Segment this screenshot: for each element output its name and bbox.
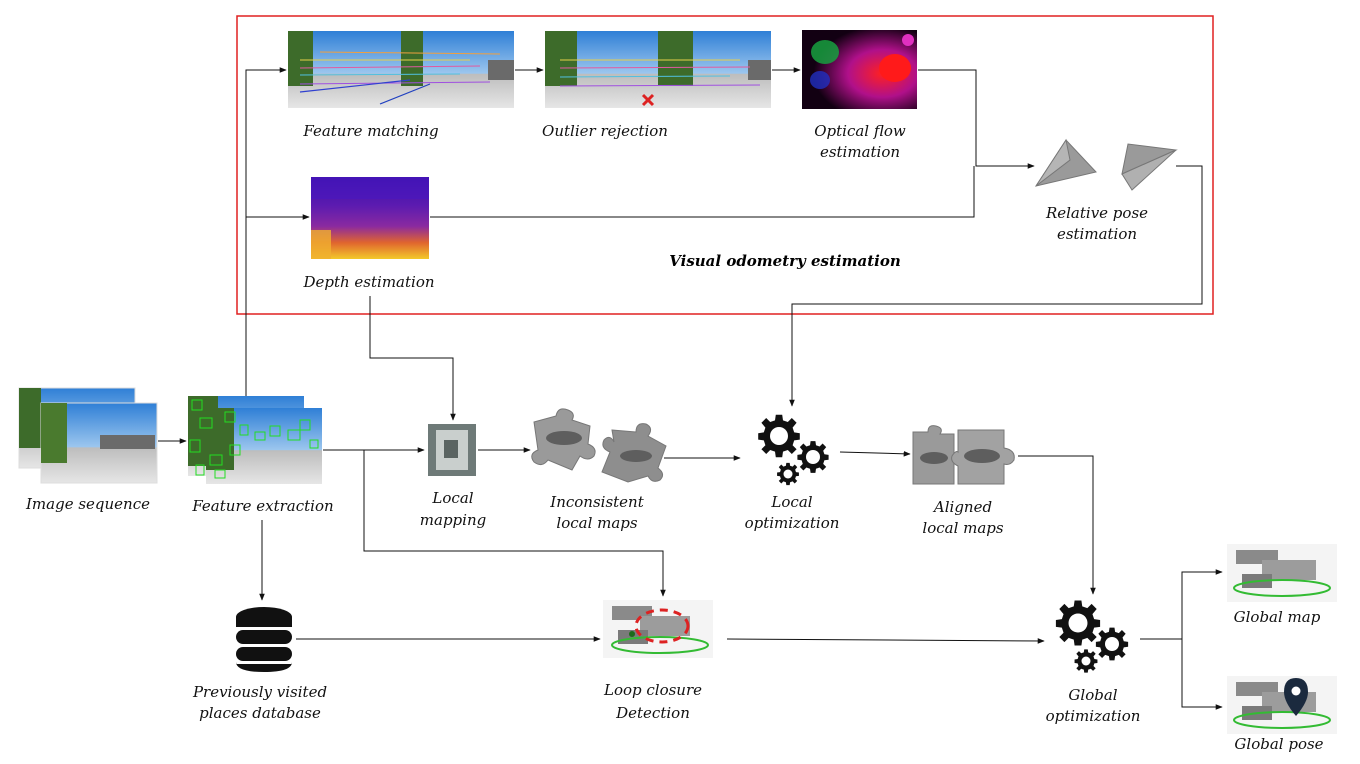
global-optimization-label-line1: Global <box>1068 686 1117 704</box>
visual-odometry-title: Visual odometry estimation <box>669 252 901 270</box>
local-mapping-label-line2: mapping <box>420 511 486 529</box>
relative-pose-label-line2: estimation <box>1057 225 1137 243</box>
depth-estimation-label: Depth estimation <box>302 273 434 291</box>
feature-matching-label: Feature matching <box>302 122 438 140</box>
inconsistent-maps-label-line1: Inconsistent <box>549 493 644 511</box>
relative-pose-label-line1: Relative pose <box>1045 204 1148 222</box>
gear-icon <box>758 414 829 486</box>
loop-closure-label-line1: Loop closure <box>603 681 702 699</box>
local-optimization-label-line1: Local <box>770 493 812 511</box>
visual-odometry-box <box>236 15 1214 315</box>
local-mapping-image <box>428 424 476 476</box>
global-optimization-label-line2: optimization <box>1046 707 1141 725</box>
point-cloud-icon <box>603 600 713 658</box>
image-sequence-label: Image sequence <box>25 495 150 513</box>
database-label-line1: Previously visited <box>192 683 327 701</box>
feature-extraction-label: Feature extraction <box>191 497 333 515</box>
global-pose-icon <box>1227 676 1337 734</box>
global-gear-icon <box>1055 600 1129 673</box>
feature-extraction-image <box>188 396 322 484</box>
global-map-icon <box>1227 544 1337 602</box>
optical-flow-label-line2: estimation <box>820 143 900 161</box>
optical-flow-image <box>802 30 917 109</box>
database-icon <box>236 607 292 672</box>
image-sequence-image <box>18 387 158 484</box>
local-mapping-label-line1: Local <box>431 489 473 507</box>
feature-matching-image <box>288 31 514 108</box>
aligned-maps-label-line2: local maps <box>922 519 1004 537</box>
puzzle-piece-icon <box>531 408 667 483</box>
outlier-rejection-image <box>545 31 771 108</box>
connectors <box>158 67 1223 710</box>
camera-pose-icon <box>1034 138 1178 191</box>
database-label-line2: places database <box>199 704 321 722</box>
global-pose-label: Global pose <box>1234 735 1323 753</box>
loop-closure-label-line2: Detection <box>615 704 690 722</box>
local-optimization-label-line2: optimization <box>745 514 840 532</box>
outlier-rejection-label: Outlier rejection <box>542 122 668 140</box>
location-pin-icon <box>1284 678 1308 716</box>
inconsistent-maps-label-line2: local maps <box>556 514 638 532</box>
aligned-puzzle-icon <box>912 425 1015 485</box>
reject-cross-icon <box>641 93 655 107</box>
aligned-maps-label-line1: Aligned <box>932 498 992 516</box>
global-map-label: Global map <box>1234 608 1321 626</box>
optical-flow-label-line1: Optical flow <box>814 122 906 140</box>
depth-estimation-image <box>311 177 429 259</box>
